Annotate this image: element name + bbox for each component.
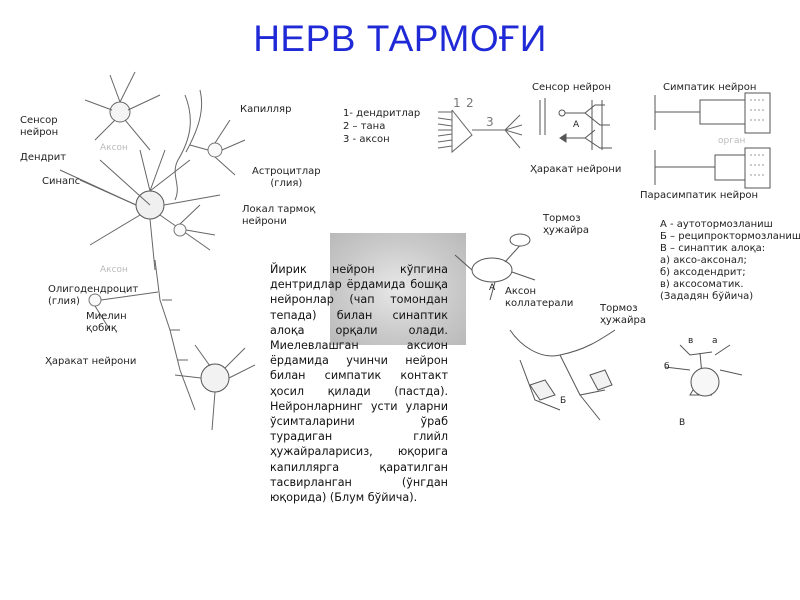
legend-axon: 3 - аксон: [343, 134, 390, 145]
inhibitory-letter-b: Б: [560, 396, 567, 406]
label-local-network-neuron: Локал тармоқ нейрони: [242, 204, 316, 227]
label-sensor-neuron: Сенсор нейрон: [20, 115, 59, 138]
inhibition-legend-item: а) аксо-аксонал;: [660, 255, 747, 266]
capillary-vessel: [174, 94, 191, 201]
label-dendrite: Дендрит: [20, 152, 67, 163]
inhibition-legend-item: А - аутотормозланиш: [660, 219, 773, 230]
schematic-num-1: 1: [453, 96, 461, 110]
inhibition-legend-item: В – синаптик алоқа:: [660, 243, 766, 254]
schematic-num-2: 2: [466, 96, 474, 110]
inhibition-legend: А - аутотормозланиш Б – реципроктормозла…: [660, 219, 800, 303]
label-inhibitory-cell-1: Тормоз ҳужайра: [543, 213, 589, 236]
label-axon-faint-2: Аксон: [100, 265, 128, 275]
label-astrocytes: Астроцитлар (глия): [252, 166, 321, 189]
label-sympathetic-neuron: Симпатик нейрон: [663, 82, 757, 93]
inhibition-legend-item: Б – реципроктормозланиш: [660, 231, 800, 242]
label-organ: орган: [718, 136, 746, 146]
legend-body: 2 – тана: [343, 121, 386, 132]
legend-dendrites: 1- дендритлар: [343, 108, 421, 119]
label-inhibitory-cell-2: Тормоз ҳужайра: [600, 303, 646, 326]
description-paragraph: Йирик нейрон кўпгина дентридлар ёрдамида…: [270, 263, 448, 505]
inhibitory-letter-v-small: в: [688, 336, 694, 346]
label-parasympathetic-neuron: Парасимпатик нейрон: [640, 190, 759, 201]
page-title: НЕРВ ТАРМОҒИ: [253, 18, 547, 59]
label-motor-neuron: Ҳаракат нейрони: [45, 356, 137, 367]
inhibition-legend-item: (Зададян бўйича): [660, 291, 754, 302]
inhibitory-letter-a-small: а: [712, 336, 718, 346]
label-capillary: Капилляр: [240, 104, 292, 115]
inhibitory-letter-b-small: б: [664, 362, 670, 372]
label-myelin-sheath: Миелин қобиқ: [86, 311, 127, 334]
label-synapse: Синапс: [42, 176, 81, 187]
inhibition-legend-item: б) аксодендрит;: [660, 267, 746, 278]
label-axon-collateral: Аксон коллатерали: [505, 286, 574, 309]
label-axon-faint-1: Аксон: [100, 143, 128, 153]
reflex-letter-a: А: [573, 120, 580, 130]
label-oligodendrocyte: Олигодендроцит (глия): [48, 284, 139, 307]
label-sensor-neuron-reflex: Сенсор нейрон: [532, 82, 612, 93]
micrograph-background: [330, 233, 466, 345]
inhibition-legend-item: в) аксосоматик.: [660, 279, 744, 290]
schematic-num-3: 3: [486, 115, 494, 129]
label-motor-neuron-reflex: Ҳаракат нейрони: [530, 164, 622, 175]
inhibitory-letter-v: В: [679, 418, 686, 428]
inhibitory-letter-a: А: [489, 283, 496, 293]
